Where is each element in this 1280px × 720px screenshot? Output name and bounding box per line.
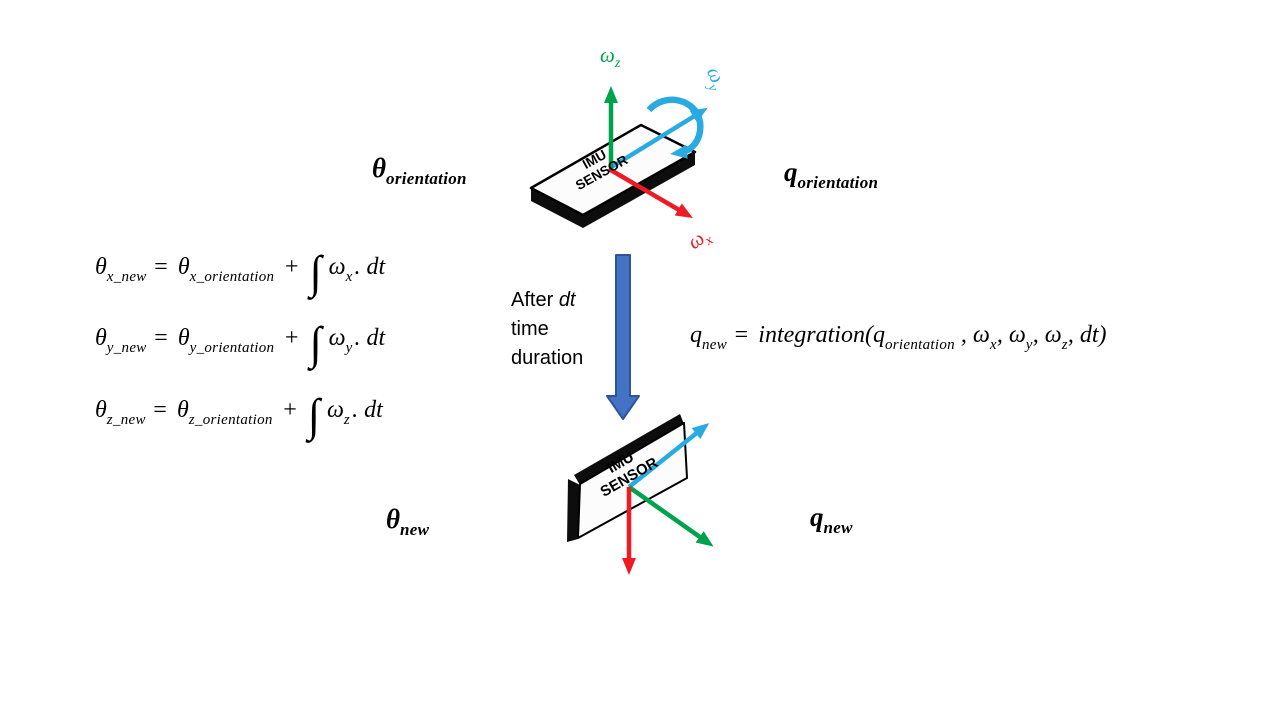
- omega-x-axis-arrow: [607, 167, 693, 219]
- theta-orientation-label: θorientation: [372, 153, 467, 188]
- board-bottom-side-left: [567, 479, 580, 542]
- board-bottom-face: [577, 422, 688, 539]
- board-top-side-left: [531, 188, 583, 228]
- new-axis-arrow-green: [627, 485, 714, 547]
- note-line-1: After dt: [511, 289, 576, 311]
- imu-board-bottom: [567, 414, 688, 542]
- q-orientation-label: qorientation: [784, 157, 879, 192]
- transition-down-arrow: [606, 254, 640, 420]
- note-line-2: time: [511, 318, 549, 340]
- omega-z-label: ωz: [600, 43, 621, 71]
- equation-theta-y: θy_new=θy_orientation+∫ωy. dt: [95, 317, 386, 370]
- after-dt-note: After dt time duration: [511, 286, 583, 373]
- board-top-side-right: [583, 152, 695, 228]
- equation-theta-x: θx_new=θx_orientation+∫ωx. dt: [95, 246, 386, 299]
- q-new-label: qnew: [810, 502, 853, 537]
- equation-theta-z: θz_new=θz_orientation+∫ωz. dt: [95, 389, 383, 442]
- rotation-arc-arrow: [646, 96, 704, 159]
- equation-q-new: qnew=integration(qorientation,ωx,ωy,ωz,d…: [690, 322, 1107, 353]
- board-bottom-side-top: [574, 414, 684, 485]
- theta-new-label: θnew: [386, 504, 430, 539]
- omega-y-axis-arrow: [608, 107, 708, 170]
- note-line-3: duration: [511, 347, 584, 369]
- new-axis-arrow-cyan: [627, 423, 710, 489]
